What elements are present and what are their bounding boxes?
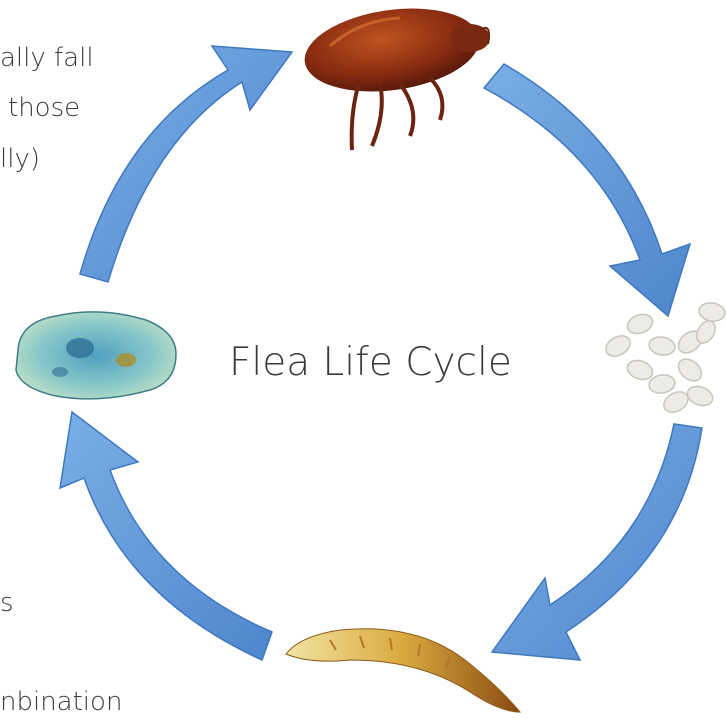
arrow-bottom-right bbox=[492, 424, 702, 660]
adult-flea-icon bbox=[299, 0, 490, 150]
flea-eggs-icon bbox=[602, 301, 726, 416]
diagram-title: Flea Life Cycle bbox=[229, 340, 559, 385]
flea-pupa-icon bbox=[16, 312, 176, 399]
arrow-top-left bbox=[80, 46, 292, 282]
arrow-top-right bbox=[484, 64, 690, 316]
arrow-bottom-left bbox=[60, 412, 272, 660]
flea-larva-icon bbox=[286, 629, 520, 712]
